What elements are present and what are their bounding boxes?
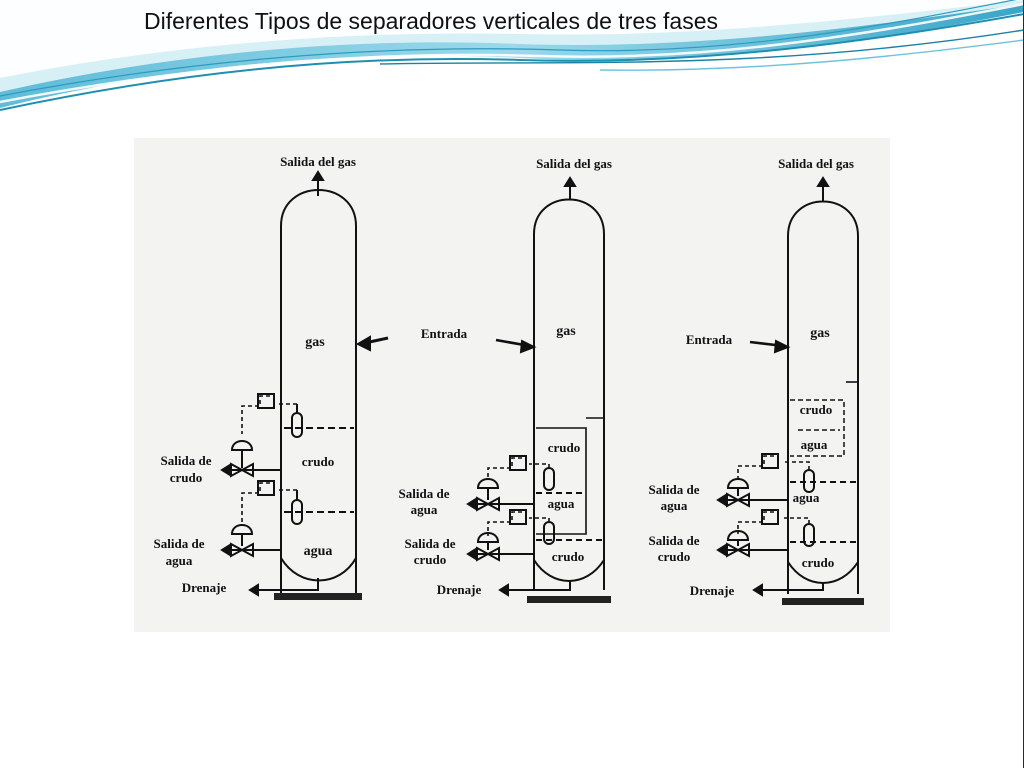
crude-outlet-3-label-2: crudo [658,549,691,564]
inlet-3-label: Entrada [686,332,733,347]
water-outlet-2-arrowhead [466,497,477,511]
drain-1-pipe [254,578,319,591]
weir-2-box [536,427,587,535]
drain-1-label: Drenaje [182,580,227,595]
water-outlet-1-label-2: agua [166,553,193,568]
gas-outlet-2-arrow [563,176,577,187]
crude-outlet-1-label-1: Salida de [161,453,212,468]
control-line-1-lower [241,482,297,522]
separator-3: Salida del gas Entrada gas crudo agua ag… [649,156,864,605]
zone-3-gas-label: gas [810,326,830,341]
header-wave-line-2 [0,2,1024,104]
control-valve-actuator-1-upper [230,440,254,451]
separator-2: Salida del gas Entrada gas crudo agua cr… [399,156,612,603]
level-controller-1-upper [257,393,275,409]
weir-3-box [790,399,845,457]
gas-outlet-3-label: Salida del gas [778,156,854,171]
zone-2-crudo-box-label: crudo [548,440,581,455]
vessel-1-base [274,593,362,600]
slide-title: Diferentes Tipos de separadores vertical… [144,8,719,34]
control-line-2-upper [487,457,550,480]
control-valve-actuator-3-lower [726,530,750,541]
crude-outlet-1-arrowhead [220,463,231,477]
gas-outlet-2-label: Salida del gas [536,156,612,171]
inlet-2-label: Entrada [421,326,468,341]
vessel-3-shell [787,200,859,594]
separators-diagram: Salida del gas gas crudo agua [134,138,890,632]
drain-1-arrowhead [248,583,259,597]
zone-3-agua-mid-label: agua [793,490,820,505]
zone-1-agua-label: agua [304,544,333,559]
crude-outlet-3-arrowhead [716,543,727,557]
drain-3-pipe [758,582,824,591]
zone-1-crudo-label: crudo [302,454,335,469]
water-outlet-3-arrowhead [716,493,727,507]
zone-3-agua-box-label: agua [801,437,828,452]
header-wave-line-5 [599,39,1024,71]
crude-outlet-2-arrowhead [466,547,477,561]
gas-outlet-3-arrow [816,176,830,187]
zone-2-bottom-crudo-label: crudo [552,549,585,564]
crude-outlet-1-label-2: crudo [170,470,203,485]
level-controller-3-lower [761,509,779,525]
zone-3-bottom-crudo-label: crudo [802,555,835,570]
header-wave-line-1 [0,13,1024,111]
zone-3-crudo-box-label: crudo [800,402,833,417]
drain-3-arrowhead [752,583,763,597]
crude-outlet-2-label-2: crudo [414,552,447,567]
level-controller-3-upper [761,453,779,469]
vessel-1-shell [280,189,357,588]
level-float-2-upper [543,467,555,491]
water-outlet-3-label-1: Salida de [649,482,700,497]
zone-2-gas-label: gas [556,324,576,339]
vessel-2-base [527,596,611,603]
control-valve-actuator-3-upper [726,478,750,489]
drain-3-label: Drenaje [690,583,735,598]
inlet-3-arrowhead [773,339,791,354]
header-wave-white [0,0,1024,78]
control-valve-actuator-2-upper [476,478,500,489]
crude-outlet-2-label-1: Salida de [405,536,456,551]
drain-2-pipe [504,580,571,591]
inlet-1-arrowhead [355,335,371,352]
level-float-1-upper [291,412,303,438]
inlet-2-arrowhead [519,339,537,354]
zone-2-agua-box-label: agua [548,496,575,511]
water-outlet-1-label-1: Salida de [154,536,205,551]
water-outlet-2-label-1: Salida de [399,486,450,501]
control-valve-actuator-2-lower [476,532,500,543]
vessel-1-bottom-head [280,557,357,582]
vessel-3-base [782,598,864,605]
control-line-3-lower [737,511,810,534]
control-line-1-upper [241,395,297,434]
level-controller-1-lower [257,480,275,496]
control-valve-actuator-1-lower [230,524,254,535]
gas-outlet-1-label: Salida del gas [280,154,356,169]
control-line-3-upper [737,455,810,480]
gas-outlet-1-arrow [311,170,325,181]
header-wave-line-4 [379,29,1024,65]
separator-1: Salida del gas gas crudo agua [154,154,389,600]
water-outlet-3-label-2: agua [661,498,688,513]
water-outlet-1-arrowhead [220,543,231,557]
drain-2-arrowhead [498,583,509,597]
header-wave-line-3 [0,0,1017,97]
crude-outlet-3-label-1: Salida de [649,533,700,548]
level-controller-2-lower [509,509,527,525]
level-controller-2-upper [509,455,527,471]
zone-1-gas-label: gas [305,335,325,350]
water-outlet-2-label-2: agua [411,502,438,517]
control-line-2-lower [487,511,550,536]
header-wave-band [0,0,1024,111]
drain-2-label: Drenaje [437,582,482,597]
